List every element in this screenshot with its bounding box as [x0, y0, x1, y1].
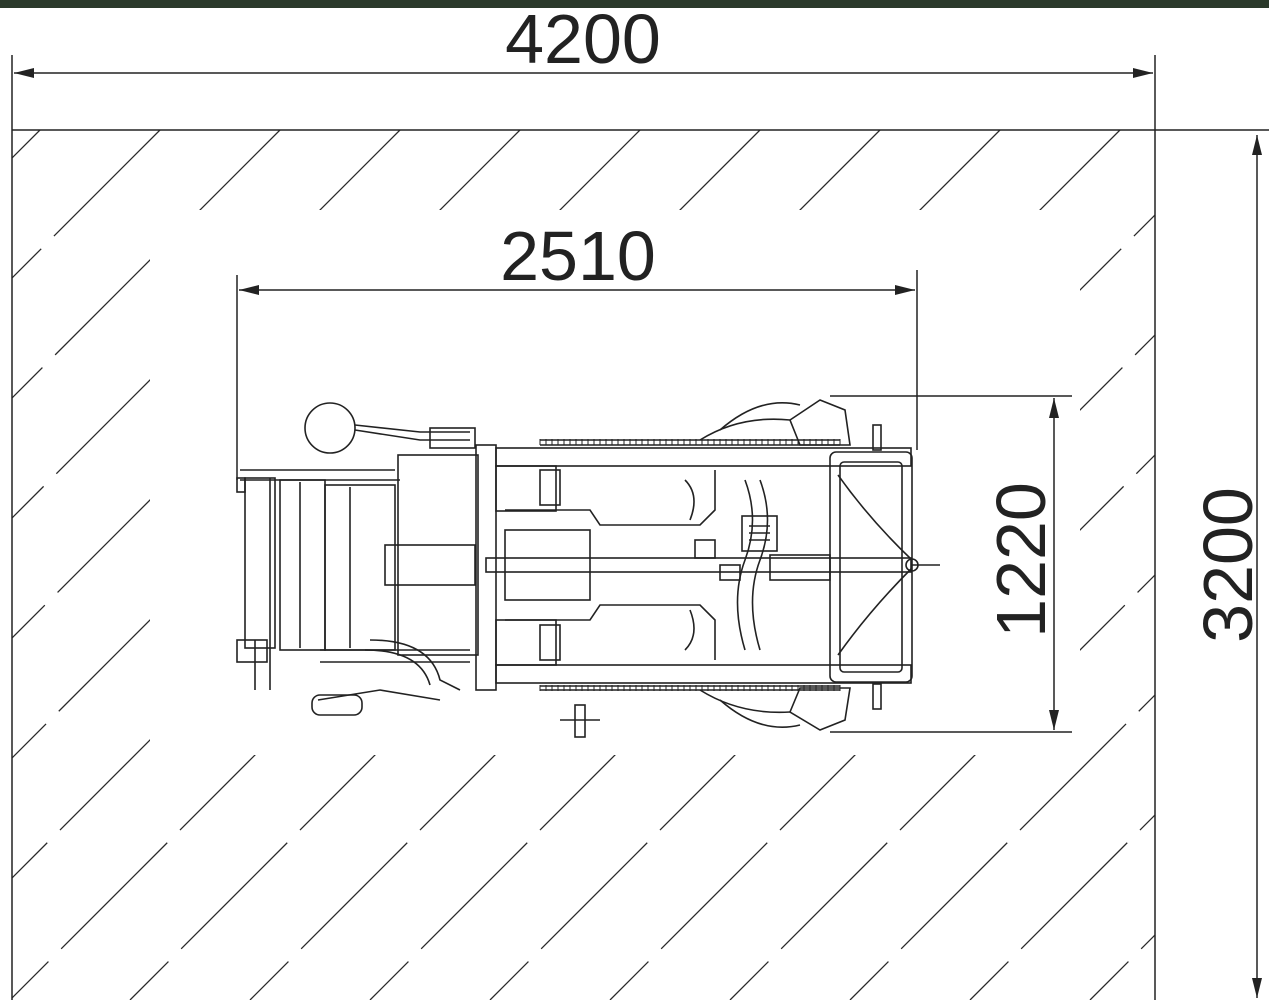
hatch-line: [969, 814, 1155, 1000]
hatch-line: [12, 130, 281, 399]
overall-length-label: 3200: [1189, 487, 1267, 643]
hatch-line: [12, 130, 161, 279]
outer-boundary: [11, 129, 1269, 1000]
drive-chain: [539, 439, 841, 691]
hatch-line: [849, 694, 1155, 1000]
machine-length-dimension: [236, 270, 918, 480]
machine-width-label: 1220: [982, 482, 1060, 638]
machine-width-dimension: [830, 395, 1072, 733]
machine-length-label: 2510: [500, 217, 656, 295]
machine-clearance-zone: [150, 210, 1080, 755]
hatch-line: [729, 574, 1155, 1000]
overall-width-label: 4200: [505, 0, 661, 78]
window-top-strip: [0, 0, 1269, 8]
machine-top-view: [236, 399, 940, 738]
overall-width-dimension: [11, 55, 1156, 130]
